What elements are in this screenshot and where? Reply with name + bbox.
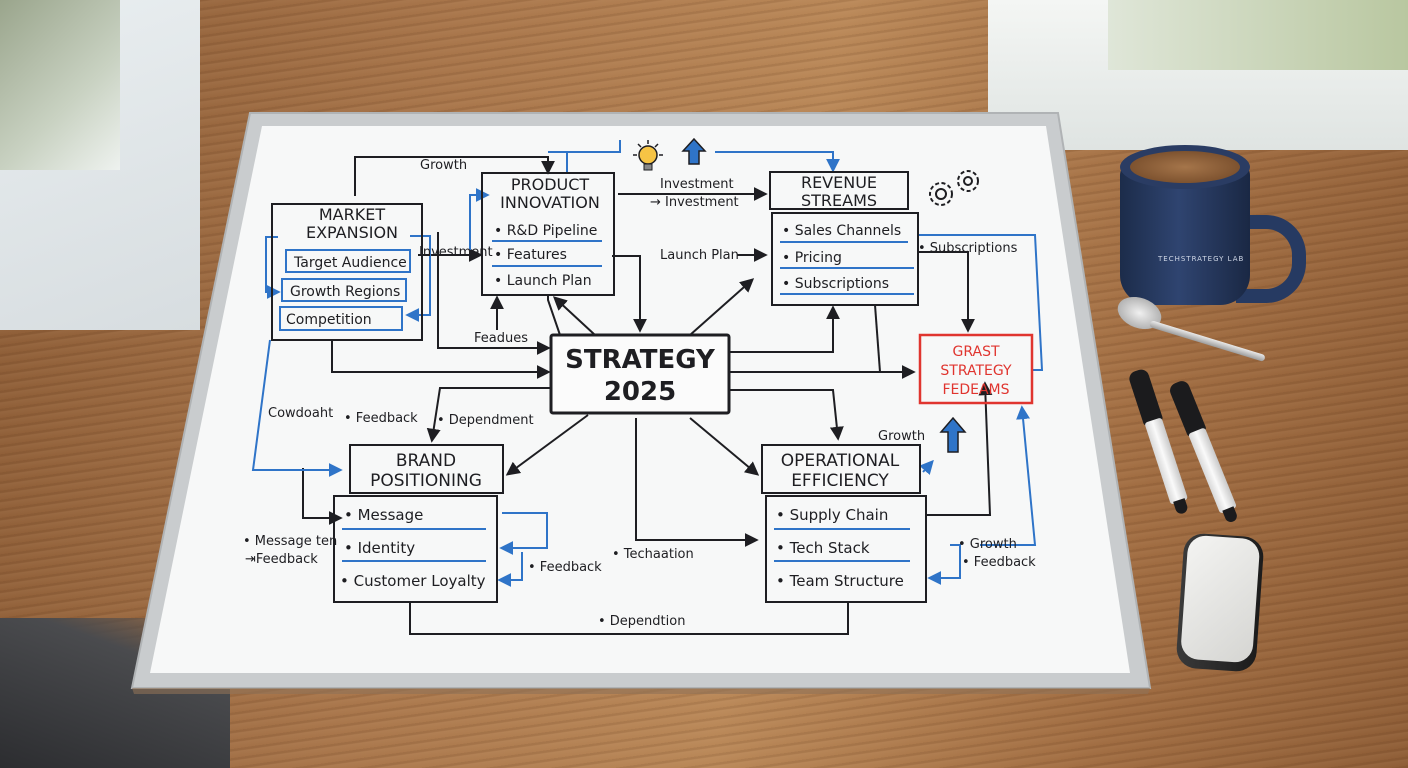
connector xyxy=(689,417,760,476)
coffee-mug: TECHSTRATEGY LAB xyxy=(1120,145,1306,305)
market-title-line2: EXPANSION xyxy=(306,223,398,242)
connector xyxy=(635,418,759,547)
blue-connector xyxy=(497,552,523,587)
blue-connector xyxy=(980,405,1037,546)
ops-item: • Team Structure xyxy=(776,572,904,590)
note: • Feedback xyxy=(344,411,418,426)
blue-connector xyxy=(919,459,934,476)
brand-title-line1: BRAND xyxy=(396,451,456,471)
connector xyxy=(612,255,647,333)
note: ⇥Feedback xyxy=(245,552,318,567)
brand-item: • Message xyxy=(344,506,423,524)
eraser-felt xyxy=(1180,534,1261,664)
revenue-title-line2: STREAMS xyxy=(801,191,877,210)
note: • Growth xyxy=(958,537,1017,552)
mug-brand: TECHSTRATEGY LAB xyxy=(1158,255,1245,263)
product-item: • R&D Pipeline xyxy=(494,223,597,239)
note: Investment xyxy=(660,177,734,192)
blue-connector xyxy=(927,544,961,585)
red-box-line2: STRATEGY xyxy=(940,363,1012,379)
connector xyxy=(302,468,343,525)
product-item: • Features xyxy=(494,247,567,263)
blue-connector xyxy=(715,151,840,173)
note: → Investment xyxy=(650,195,739,210)
operational-efficiency-box: OPERATIONAL EFFICIENCY • Supply Chain • … xyxy=(761,444,927,603)
market-title-line1: MARKET xyxy=(319,205,385,224)
connector xyxy=(437,232,551,355)
market-item: Target Audience xyxy=(293,255,407,271)
blue-connector xyxy=(405,235,431,322)
revenue-title-line1: REVENUE xyxy=(801,173,877,192)
window-left-glass xyxy=(0,0,120,170)
window-left xyxy=(0,0,200,330)
note: Cowdoaht xyxy=(268,406,333,421)
ops-item: • Supply Chain xyxy=(776,506,888,524)
connector xyxy=(354,156,555,196)
ops-item: • Tech Stack xyxy=(776,539,870,557)
blue-connector xyxy=(918,234,1044,371)
lightbulb-icon xyxy=(633,140,663,171)
note: Growth xyxy=(878,429,925,444)
blue-connector xyxy=(499,512,548,555)
central-title-line2: 2025 xyxy=(604,377,676,407)
connector xyxy=(409,603,849,635)
revenue-item: • Pricing xyxy=(782,250,842,266)
gears-icon xyxy=(929,170,979,206)
central-title-line1: STRATEGY xyxy=(565,345,716,375)
note: • Dependtion xyxy=(598,614,685,629)
window-right-glass xyxy=(1108,0,1408,70)
ops-title-line2: EFFICIENCY xyxy=(791,471,889,491)
red-box-line3: FEDEAMS xyxy=(942,382,1009,398)
connector xyxy=(426,387,550,443)
market-expansion-box: MARKET EXPANSION Target Audience Growth … xyxy=(271,203,423,341)
note: • Dependment xyxy=(437,413,534,428)
board-shadow-edge xyxy=(132,688,1150,694)
connector xyxy=(925,381,993,516)
brand-positioning-box: BRAND POSITIONING • Message • Identity •… xyxy=(333,444,504,603)
red-box-line1: GRAST xyxy=(952,344,999,360)
brand-title-line2: POSITIONING xyxy=(370,471,482,491)
ops-title-line1: OPERATIONAL xyxy=(781,451,900,471)
connector xyxy=(918,251,975,333)
revenue-item: • Sales Channels xyxy=(782,223,901,239)
revenue-streams-box: REVENUE STREAMS • Sales Channels • Prici… xyxy=(769,171,919,306)
note: Investment xyxy=(419,245,493,260)
connector xyxy=(730,305,840,353)
coffee xyxy=(1130,151,1240,183)
connector xyxy=(547,295,561,336)
product-title-line1: PRODUCT xyxy=(511,175,590,194)
note: Feadues xyxy=(474,331,528,346)
note: • Message ten xyxy=(243,534,337,549)
brand-item: • Customer Loyalty xyxy=(340,572,486,590)
note: • Feedback xyxy=(962,555,1036,570)
note: • Techaation xyxy=(612,547,694,562)
connector xyxy=(552,296,596,336)
whiteboard-eraser xyxy=(1175,532,1265,673)
connector xyxy=(689,278,755,336)
mug-rim xyxy=(1120,145,1250,189)
product-title-line2: INNOVATION xyxy=(500,193,600,212)
note: • Feedback xyxy=(528,560,602,575)
product-item: • Launch Plan xyxy=(494,273,592,289)
revenue-item: • Subscriptions xyxy=(782,276,889,292)
brand-item: • Identity xyxy=(344,539,415,557)
note: Growth xyxy=(420,158,467,173)
central-strategy-box: STRATEGY 2025 xyxy=(549,333,731,415)
product-innovation-box: PRODUCT INNOVATION • R&D Pipeline • Feat… xyxy=(481,172,615,296)
note: Launch Plan xyxy=(660,248,739,263)
note: • Subscriptions xyxy=(918,241,1018,256)
connector xyxy=(505,414,589,476)
connector xyxy=(874,304,881,373)
market-item: Growth Regions xyxy=(290,284,400,300)
market-item: Competition xyxy=(286,312,372,328)
connector xyxy=(730,389,844,441)
connector xyxy=(331,340,551,379)
blue-connector xyxy=(251,339,343,477)
up-arrow-icon xyxy=(939,416,967,453)
up-arrow-icon xyxy=(681,137,707,165)
blue-connector xyxy=(548,140,621,153)
red-strategy-box: GRAST STRATEGY FEDEAMS xyxy=(918,333,1034,405)
